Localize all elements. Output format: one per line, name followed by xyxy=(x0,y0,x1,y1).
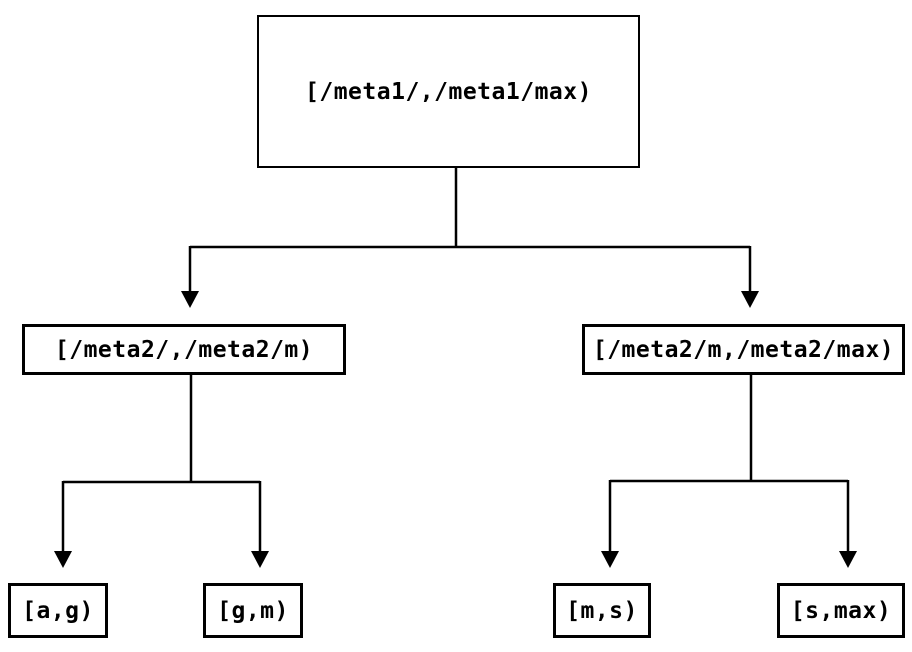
node-leaf-gm-label: [g,m) xyxy=(217,597,289,624)
arrowhead-icon xyxy=(181,291,199,308)
arrowhead-icon xyxy=(251,551,269,568)
node-meta2-lower-label: [/meta2/,/meta2/m) xyxy=(54,336,314,363)
edge-right-leaf-ms xyxy=(601,480,619,568)
node-root-label: [/meta1/,/meta1/max) xyxy=(305,78,592,105)
edge-root-right xyxy=(741,246,759,308)
node-leaf-ms-label: [m,s) xyxy=(566,597,638,624)
node-root: [/meta1/,/meta1/max) xyxy=(257,15,640,168)
node-leaf-gm: [g,m) xyxy=(203,583,303,638)
edge-root-split xyxy=(190,168,750,249)
node-leaf-smax: [s,max) xyxy=(777,583,905,638)
node-leaf-ag-label: [a,g) xyxy=(22,597,94,624)
arrowhead-icon xyxy=(54,551,72,568)
arrowhead-icon xyxy=(741,291,759,308)
edge-root-left xyxy=(181,246,199,308)
arrowhead-icon xyxy=(839,551,857,568)
node-leaf-ms: [m,s) xyxy=(553,583,651,638)
node-leaf-smax-label: [s,max) xyxy=(790,597,892,624)
edge-right-split xyxy=(610,375,848,483)
edge-left-leaf-ag xyxy=(54,481,72,568)
arrowhead-icon xyxy=(601,551,619,568)
edge-right-leaf-smax xyxy=(839,480,857,568)
node-meta2-upper-label: [/meta2/m,/meta2/max) xyxy=(592,336,895,363)
node-meta2-lower: [/meta2/,/meta2/m) xyxy=(22,324,346,375)
edge-left-leaf-gm xyxy=(251,481,269,568)
node-leaf-ag: [a,g) xyxy=(8,583,108,638)
edge-left-split xyxy=(63,375,260,484)
node-meta2-upper: [/meta2/m,/meta2/max) xyxy=(582,324,905,375)
